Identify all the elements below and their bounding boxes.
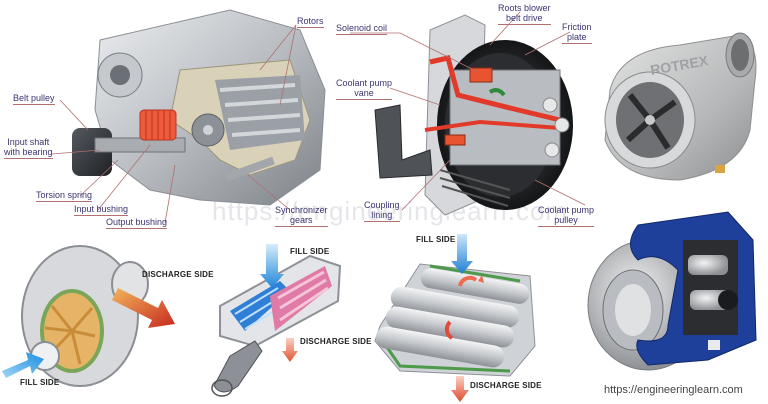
label-vane-line2: vane	[354, 88, 374, 98]
twin-screw-illustration	[211, 244, 342, 397]
screw-supercharger-diagram: Rotors Belt pulley Input shaft with bear…	[0, 0, 330, 230]
label-fill-side-screw: FILL SIDE	[290, 247, 330, 256]
label-roots-blower-belt-drive: Roots blower belt drive	[498, 3, 551, 25]
label-pulley-line2: pulley	[554, 215, 578, 225]
label-fill-side-centrifugal: FILL SIDE	[20, 378, 60, 387]
roots-illustration	[374, 234, 536, 402]
label-input-shaft-line1: Input shaft	[7, 137, 50, 147]
roots-blower-diagram: FILL SIDE DISCHARGE SIDE	[360, 226, 580, 404]
label-vane-line1: Coolant pump	[336, 78, 393, 88]
clutch-illustration	[350, 11, 586, 216]
label-sync-line2: gears	[290, 215, 313, 225]
label-friction-plate: Friction plate	[562, 22, 592, 44]
coolant-pump-clutch-diagram: Solenoid coil Roots blower belt drive Fr…	[330, 0, 595, 230]
label-input-bushing: Input bushing	[74, 204, 129, 216]
label-rotors: Rotors	[297, 16, 324, 28]
rotrex-illustration: ROTREX	[604, 32, 757, 181]
label-friction-line2: plate	[566, 32, 587, 42]
label-coupling-line1: Coupling	[364, 200, 400, 210]
centrifugal-illustration	[2, 245, 175, 387]
label-pulley-line1: Coolant pump	[538, 205, 595, 215]
source-url: https://engineeringlearn.com	[604, 384, 743, 396]
label-fill-side-roots: FILL SIDE	[416, 235, 456, 244]
label-torsion-spring: Torsion spring	[36, 190, 93, 202]
label-input-shaft: Input shaft with bearing	[4, 137, 53, 159]
label-output-bushing: Output bushing	[106, 217, 168, 229]
label-solenoid-coil: Solenoid coil	[336, 23, 388, 35]
label-coupling-lining: Coupling lining	[364, 200, 400, 222]
rotrex-charger-photo: ROTREX	[590, 10, 760, 190]
centrifugal-supercharger-diagram: DISCHARGE SIDE FILL SIDE	[0, 236, 214, 404]
planetary-illustration	[587, 211, 757, 371]
label-roots-line1: Roots blower	[498, 3, 551, 13]
label-coupling-line2: lining	[371, 210, 393, 220]
label-synchronizer-gears: Synchronizer gears	[275, 205, 328, 227]
label-discharge-side-roots: DISCHARGE SIDE	[470, 381, 542, 390]
label-coolant-pump-pulley: Coolant pump pulley	[538, 205, 595, 227]
label-discharge-side-centrifugal: DISCHARGE SIDE	[142, 270, 214, 279]
planetary-charger-cutaway	[578, 200, 768, 380]
label-sync-line1: Synchronizer	[275, 205, 328, 215]
label-input-shaft-line2: with bearing	[4, 147, 53, 157]
label-coolant-pump-vane: Coolant pump vane	[336, 78, 393, 100]
label-discharge-side-screw: DISCHARGE SIDE	[300, 337, 372, 346]
label-friction-line1: Friction	[562, 22, 592, 32]
supercharger-illustration	[51, 9, 326, 224]
twin-screw-diagram: FILL SIDE DISCHARGE SIDE	[200, 236, 372, 404]
label-belt-pulley: Belt pulley	[13, 93, 55, 105]
label-roots-line2: belt drive	[506, 13, 543, 23]
